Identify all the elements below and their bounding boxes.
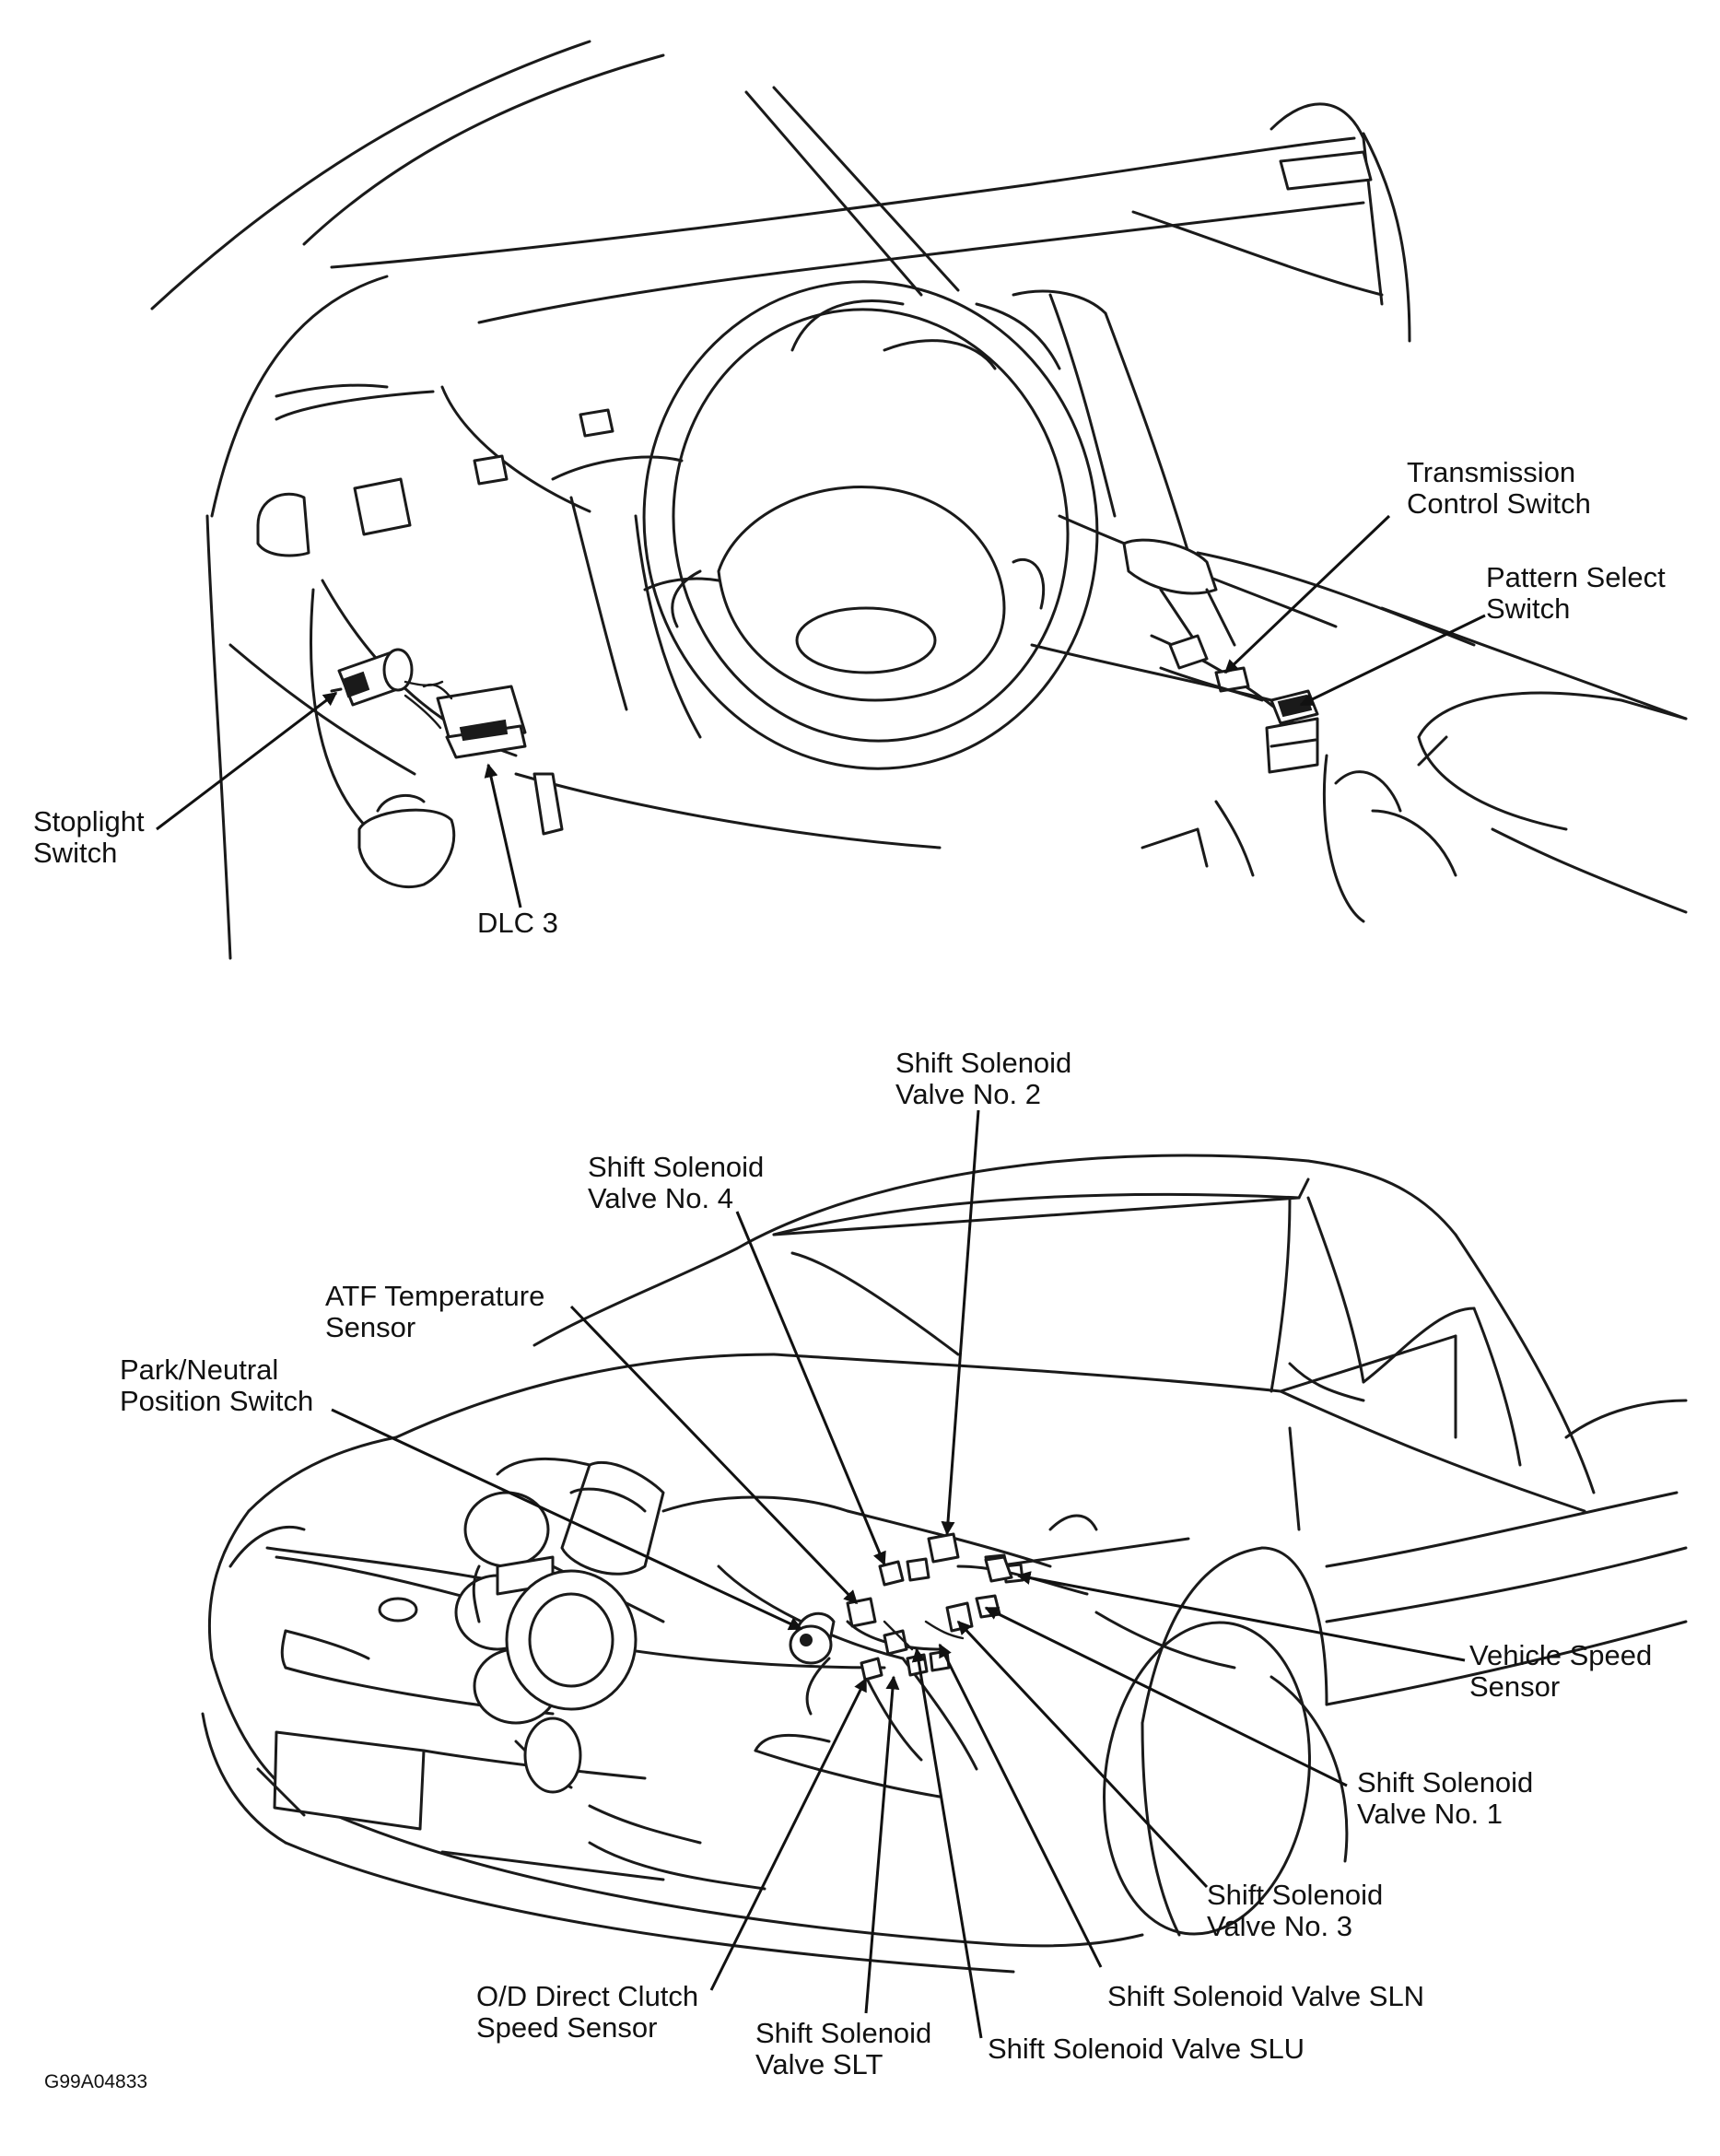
leader-park-neutral-switch [331,1408,803,1631]
leader-stoplight-switch [156,691,338,831]
label-line: Shift Solenoid [895,1047,1072,1079]
leader-dlc3 [484,763,522,908]
interior-dashboard-illustration [150,40,1688,960]
label-line: O/D Direct Clutch [476,1980,699,2012]
leader-shift-solenoid-no1 [984,1606,1348,1787]
label-line: Position Switch [120,1385,314,1417]
label-shift-solenoid-no2: Shift Solenoid Valve No. 2 [895,1048,1071,1110]
label-line: Valve SLT [755,2048,883,2080]
label-transmission-control-switch: Transmission Control Switch [1407,457,1591,520]
leader-transmission-control-switch [1223,514,1391,674]
label-line: Vehicle Speed [1469,1639,1653,1671]
leader-shift-solenoid-no3 [956,1620,1209,1889]
leader-shift-solenoid-slt [864,1675,900,2014]
label-line: Valve No. 4 [588,1182,733,1214]
label-line: Shift Solenoid Valve SLN [1107,1980,1425,2012]
leader-shift-solenoid-sln [938,1643,1103,1968]
label-line: Speed Sensor [476,2011,658,2044]
label-shift-solenoid-slt: Shift Solenoid Valve SLT [755,2018,931,2080]
label-line: Pattern Select [1486,561,1666,593]
label-line: Shift Solenoid [1357,1766,1534,1799]
label-line: Shift Solenoid [755,2017,932,2049]
label-line: Valve No. 1 [1357,1798,1503,1830]
label-pattern-select-switch: Pattern Select Switch [1486,562,1666,625]
label-line: Control Switch [1407,487,1591,520]
label-shift-solenoid-no1: Shift Solenoid Valve No. 1 [1357,1767,1533,1830]
leader-atf-temp-sensor [569,1305,859,1605]
figure-code: G99A04833 [44,2071,148,2092]
label-line: Switch [33,837,118,869]
leader-shift-solenoid-no2 [941,1109,980,1536]
leader-vehicle-speed-sensor [1016,1571,1466,1662]
label-park-neutral-switch: Park/Neutral Position Switch [120,1354,313,1417]
label-line: Stoplight [33,805,145,838]
label-dlc3: DLC 3 [477,908,558,939]
leader-od-direct-clutch-sensor [709,1677,868,1991]
label-line: Shift Solenoid Valve SLU [988,2033,1305,2065]
label-od-direct-clutch-sensor: O/D Direct Clutch Speed Sensor [476,1981,698,2044]
leader-pattern-select-switch [1299,614,1486,707]
label-line: Valve No. 2 [895,1078,1041,1110]
label-vehicle-speed-sensor: Vehicle Speed Sensor [1469,1640,1652,1703]
label-line: Transmission [1407,456,1576,488]
leader-shift-solenoid-slu [911,1647,983,2039]
vehicle-exterior-illustration [201,1154,1688,1974]
label-line: Sensor [1469,1670,1561,1703]
leader-lines [156,514,1486,2039]
label-line: Switch [1486,592,1571,625]
label-line: Shift Solenoid [588,1151,765,1183]
leader-shift-solenoid-no4 [735,1211,886,1566]
label-atf-temp-sensor: ATF Temperature Sensor [325,1281,544,1343]
label-line: DLC 3 [477,907,558,939]
label-stoplight-switch: Stoplight Switch [33,806,145,869]
label-shift-solenoid-no4: Shift Solenoid Valve No. 4 [588,1152,764,1214]
label-line: Valve No. 3 [1207,1910,1352,1942]
label-shift-solenoid-slu: Shift Solenoid Valve SLU [988,2033,1305,2065]
label-line: Sensor [325,1311,416,1343]
label-line: Shift Solenoid [1207,1879,1384,1911]
label-line: ATF Temperature [325,1280,545,1312]
label-line: Park/Neutral [120,1353,279,1386]
label-shift-solenoid-sln: Shift Solenoid Valve SLN [1107,1981,1424,2012]
label-shift-solenoid-no3: Shift Solenoid Valve No. 3 [1207,1880,1383,1942]
